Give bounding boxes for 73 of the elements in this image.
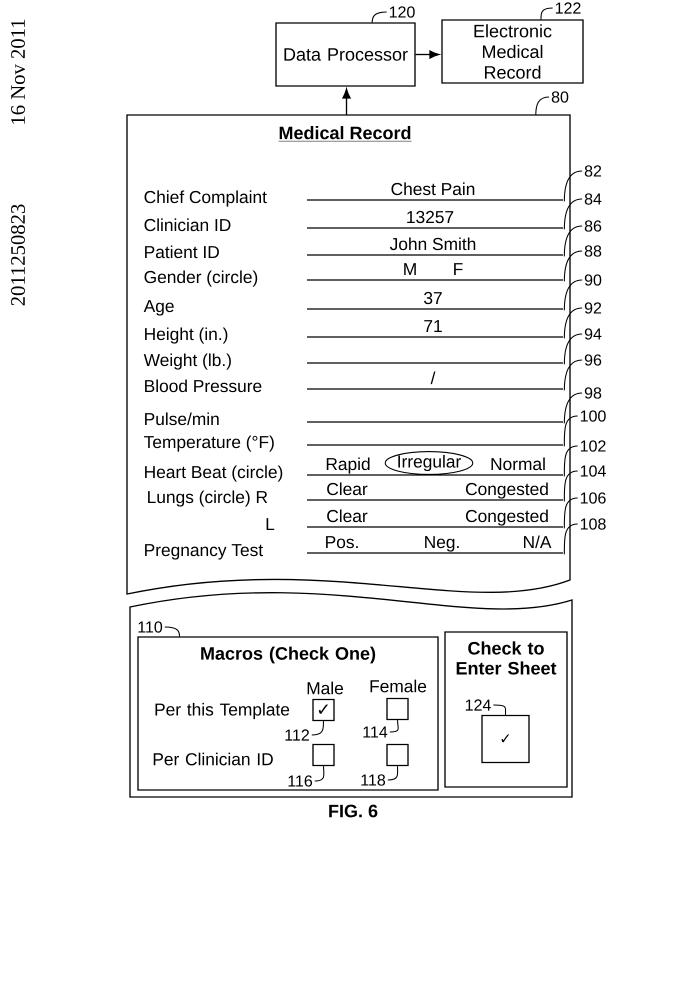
leader-line xyxy=(312,721,324,736)
reference-number: 112 xyxy=(285,729,309,741)
reference-number: 108 xyxy=(580,518,606,530)
leader-line xyxy=(164,626,180,636)
form-field: Height (in.) 71 xyxy=(145,320,563,344)
form-field: Clinician ID 13257 xyxy=(144,210,563,232)
reference-number: 102 xyxy=(580,440,606,452)
reference-number: 88 xyxy=(584,245,602,257)
leader-line xyxy=(564,225,582,256)
form-field: Pulse/min xyxy=(145,412,563,426)
arrow xyxy=(416,50,440,59)
form-field: Age 37 xyxy=(144,292,563,316)
reference-number: 96 xyxy=(584,354,602,366)
form-field: L Clear Congested xyxy=(266,509,563,530)
reference-number: 94 xyxy=(584,328,602,340)
form-field: Blood Pressure / xyxy=(145,371,563,392)
reference-number: 114 xyxy=(363,726,388,738)
leader-line xyxy=(564,392,582,424)
reference-number: 106 xyxy=(580,492,606,504)
leader-line xyxy=(564,170,582,202)
reference-number: 100 xyxy=(580,410,606,422)
reference-number: 98 xyxy=(584,387,602,399)
reference-number: 110 xyxy=(138,621,162,633)
checkbox xyxy=(386,698,409,720)
leader-line xyxy=(564,497,578,528)
reference-number: 80 xyxy=(552,91,568,103)
checkbox: ✓ xyxy=(481,714,530,764)
figure-caption: FIG. 6 xyxy=(329,804,378,818)
form-sheet xyxy=(129,592,573,798)
form-field: Gender (circle) M F xyxy=(144,263,563,287)
form-field: Pregnancy Test Pos. Neg. N/A xyxy=(145,535,563,560)
leader-line xyxy=(564,333,582,364)
reference-number: 104 xyxy=(580,465,606,477)
circled-option: Irregular xyxy=(384,451,474,475)
leader-line xyxy=(493,704,506,715)
reference-number: 124 xyxy=(466,699,491,711)
form-field: Temperature (°F) xyxy=(144,435,563,452)
form-field: Chief Complaint Chest Pain xyxy=(144,182,563,207)
leader-line xyxy=(564,250,582,282)
leader-line xyxy=(540,7,553,20)
reference-number: 84 xyxy=(584,193,602,205)
leader-line xyxy=(372,11,387,22)
checkbox xyxy=(386,744,409,766)
leader-line xyxy=(535,96,550,115)
reference-number: 118 xyxy=(361,774,386,786)
reference-number: 116 xyxy=(288,775,312,787)
reference-number: 90 xyxy=(584,274,602,286)
reference-number: 82 xyxy=(584,165,602,177)
leader-line xyxy=(564,523,578,554)
process-box: Data Processor xyxy=(275,22,416,87)
form-field: Patient ID John Smith xyxy=(145,237,563,258)
leader-line xyxy=(564,359,582,390)
leader-line xyxy=(564,445,578,476)
leader-line xyxy=(564,198,582,230)
reference-number: 120 xyxy=(390,6,415,18)
arrow xyxy=(342,88,351,115)
leader-line xyxy=(564,470,578,502)
form-field: Lungs (circle) R Clear Congested xyxy=(148,482,563,507)
leader-line xyxy=(564,415,578,446)
leader-line xyxy=(564,307,582,338)
reference-number: 86 xyxy=(584,220,602,232)
leader-line xyxy=(388,766,398,781)
leader-line xyxy=(314,766,324,782)
margin-note: 2011250823 xyxy=(11,204,25,306)
margin-note: 16 Nov 2011 xyxy=(11,20,25,124)
process-box: Electronic Medical Record xyxy=(441,19,584,84)
leader-line xyxy=(390,720,399,733)
reference-number: 122 xyxy=(556,2,581,14)
form-field: Weight (lb.) xyxy=(144,353,563,370)
leader-line xyxy=(564,279,582,310)
checkbox xyxy=(312,744,335,766)
checkbox: ✓ xyxy=(312,698,335,722)
reference-number: 92 xyxy=(584,302,602,314)
